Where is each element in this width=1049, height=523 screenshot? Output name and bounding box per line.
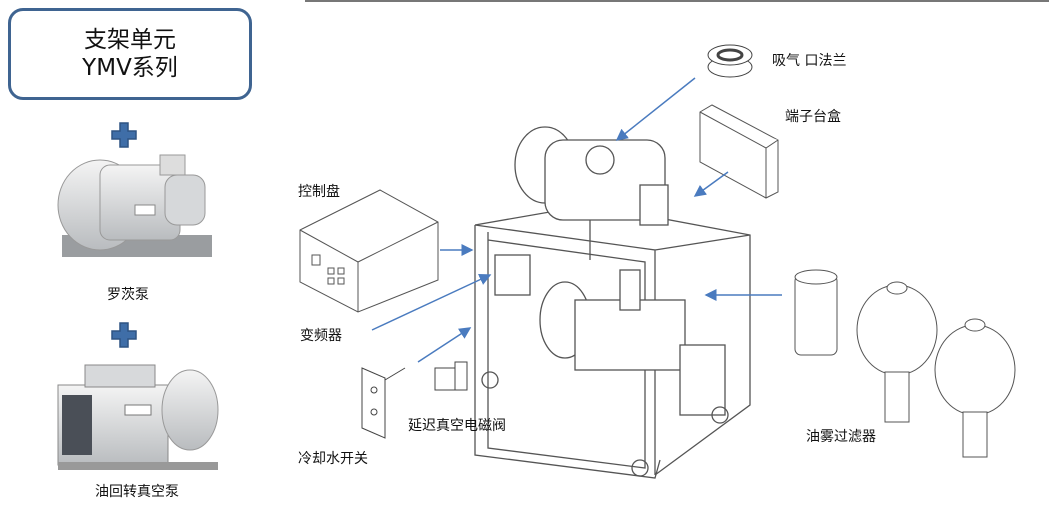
inlet-flange-label: 吸气 口法兰 xyxy=(772,53,847,69)
main-unit-drawing xyxy=(474,126,751,479)
control-panel-label: 控制盘 xyxy=(298,184,340,200)
terminal-box-label: 端子台盒 xyxy=(785,109,841,125)
roots-pump-image xyxy=(57,154,212,257)
inlet-flange-drawing xyxy=(707,44,753,78)
plus-icon xyxy=(111,122,137,148)
oil-mist-filter-label: 油雾过滤器 xyxy=(806,429,876,445)
delay-valve-label: 延迟真空电磁阀 xyxy=(408,418,506,434)
title-line2: YMV系列 xyxy=(82,55,178,81)
top-border-line xyxy=(305,0,1049,2)
control-panel-drawing xyxy=(299,189,439,313)
cooling-water-switch-label: 冷却水开关 xyxy=(298,451,368,467)
arrow-inverter xyxy=(371,273,492,331)
oil-mist-filter-drawing xyxy=(794,269,1016,458)
arrow-delay-valve xyxy=(417,327,472,363)
title-box: 支架单元 YMV系列 xyxy=(8,8,252,100)
oil-rotary-pump-image xyxy=(57,364,219,470)
oil-rotary-pump-label: 油回转真空泵 xyxy=(95,484,179,500)
inverter-label: 变频器 xyxy=(300,328,342,344)
callout-arrows xyxy=(371,77,782,363)
arrow-terminal-box xyxy=(693,171,729,197)
plus-icon xyxy=(111,322,137,348)
roots-pump-label: 罗茨泵 xyxy=(107,287,149,303)
terminal-box-drawing xyxy=(699,104,779,199)
delay-valve-drawing xyxy=(434,361,468,391)
arrow-inlet-flange xyxy=(615,77,696,141)
title-line1: 支架单元 xyxy=(84,27,176,53)
cooling-water-switch-drawing xyxy=(361,367,406,439)
